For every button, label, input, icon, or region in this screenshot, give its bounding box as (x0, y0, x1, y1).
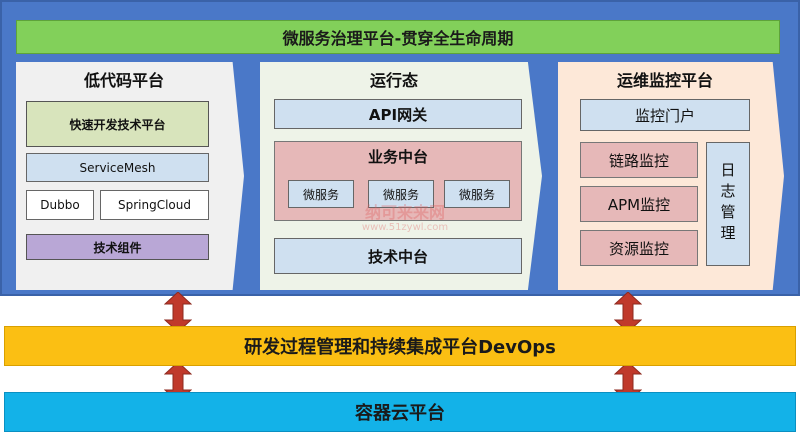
microservice-box-2: 微服务 (368, 180, 434, 208)
resource-monitor-box: 资源监控 (580, 230, 698, 266)
arrow-ops-devops (614, 292, 642, 332)
apm-monitor-box: APM监控 (580, 186, 698, 222)
container-cloud-bar: 容器云平台 (4, 392, 796, 432)
log-management-box: 日志管理 (706, 142, 750, 266)
ops-title: 运维监控平台 (616, 71, 713, 90)
lowcode-title: 低代码平台 (83, 71, 164, 90)
tech-component-box: 技术组件 (26, 234, 209, 260)
monitor-portal-box: 监控门户 (580, 99, 750, 131)
service-mesh-box: ServiceMesh (26, 153, 209, 182)
business-center-label: 业务中台 (367, 147, 428, 166)
arrow-lowcode-devops (164, 292, 192, 332)
dubbo-box: Dubbo (26, 190, 94, 220)
api-gateway-box: API网关 (274, 99, 522, 129)
trace-monitor-box: 链路监控 (580, 142, 698, 178)
governance-title: 微服务治理平台-贯穿全生命周期 (16, 20, 780, 54)
tech-center-box: 技术中台 (274, 238, 522, 274)
runtime-title: 运行态 (369, 71, 418, 90)
spring-cloud-box: SpringCloud (100, 190, 209, 220)
rapid-dev-platform-box: 快速开发技术平台 (26, 101, 209, 147)
devops-bar: 研发过程管理和持续集成平台DevOps (4, 326, 796, 366)
microservice-box-1: 微服务 (288, 180, 354, 208)
microservice-box-3: 微服务 (444, 180, 510, 208)
